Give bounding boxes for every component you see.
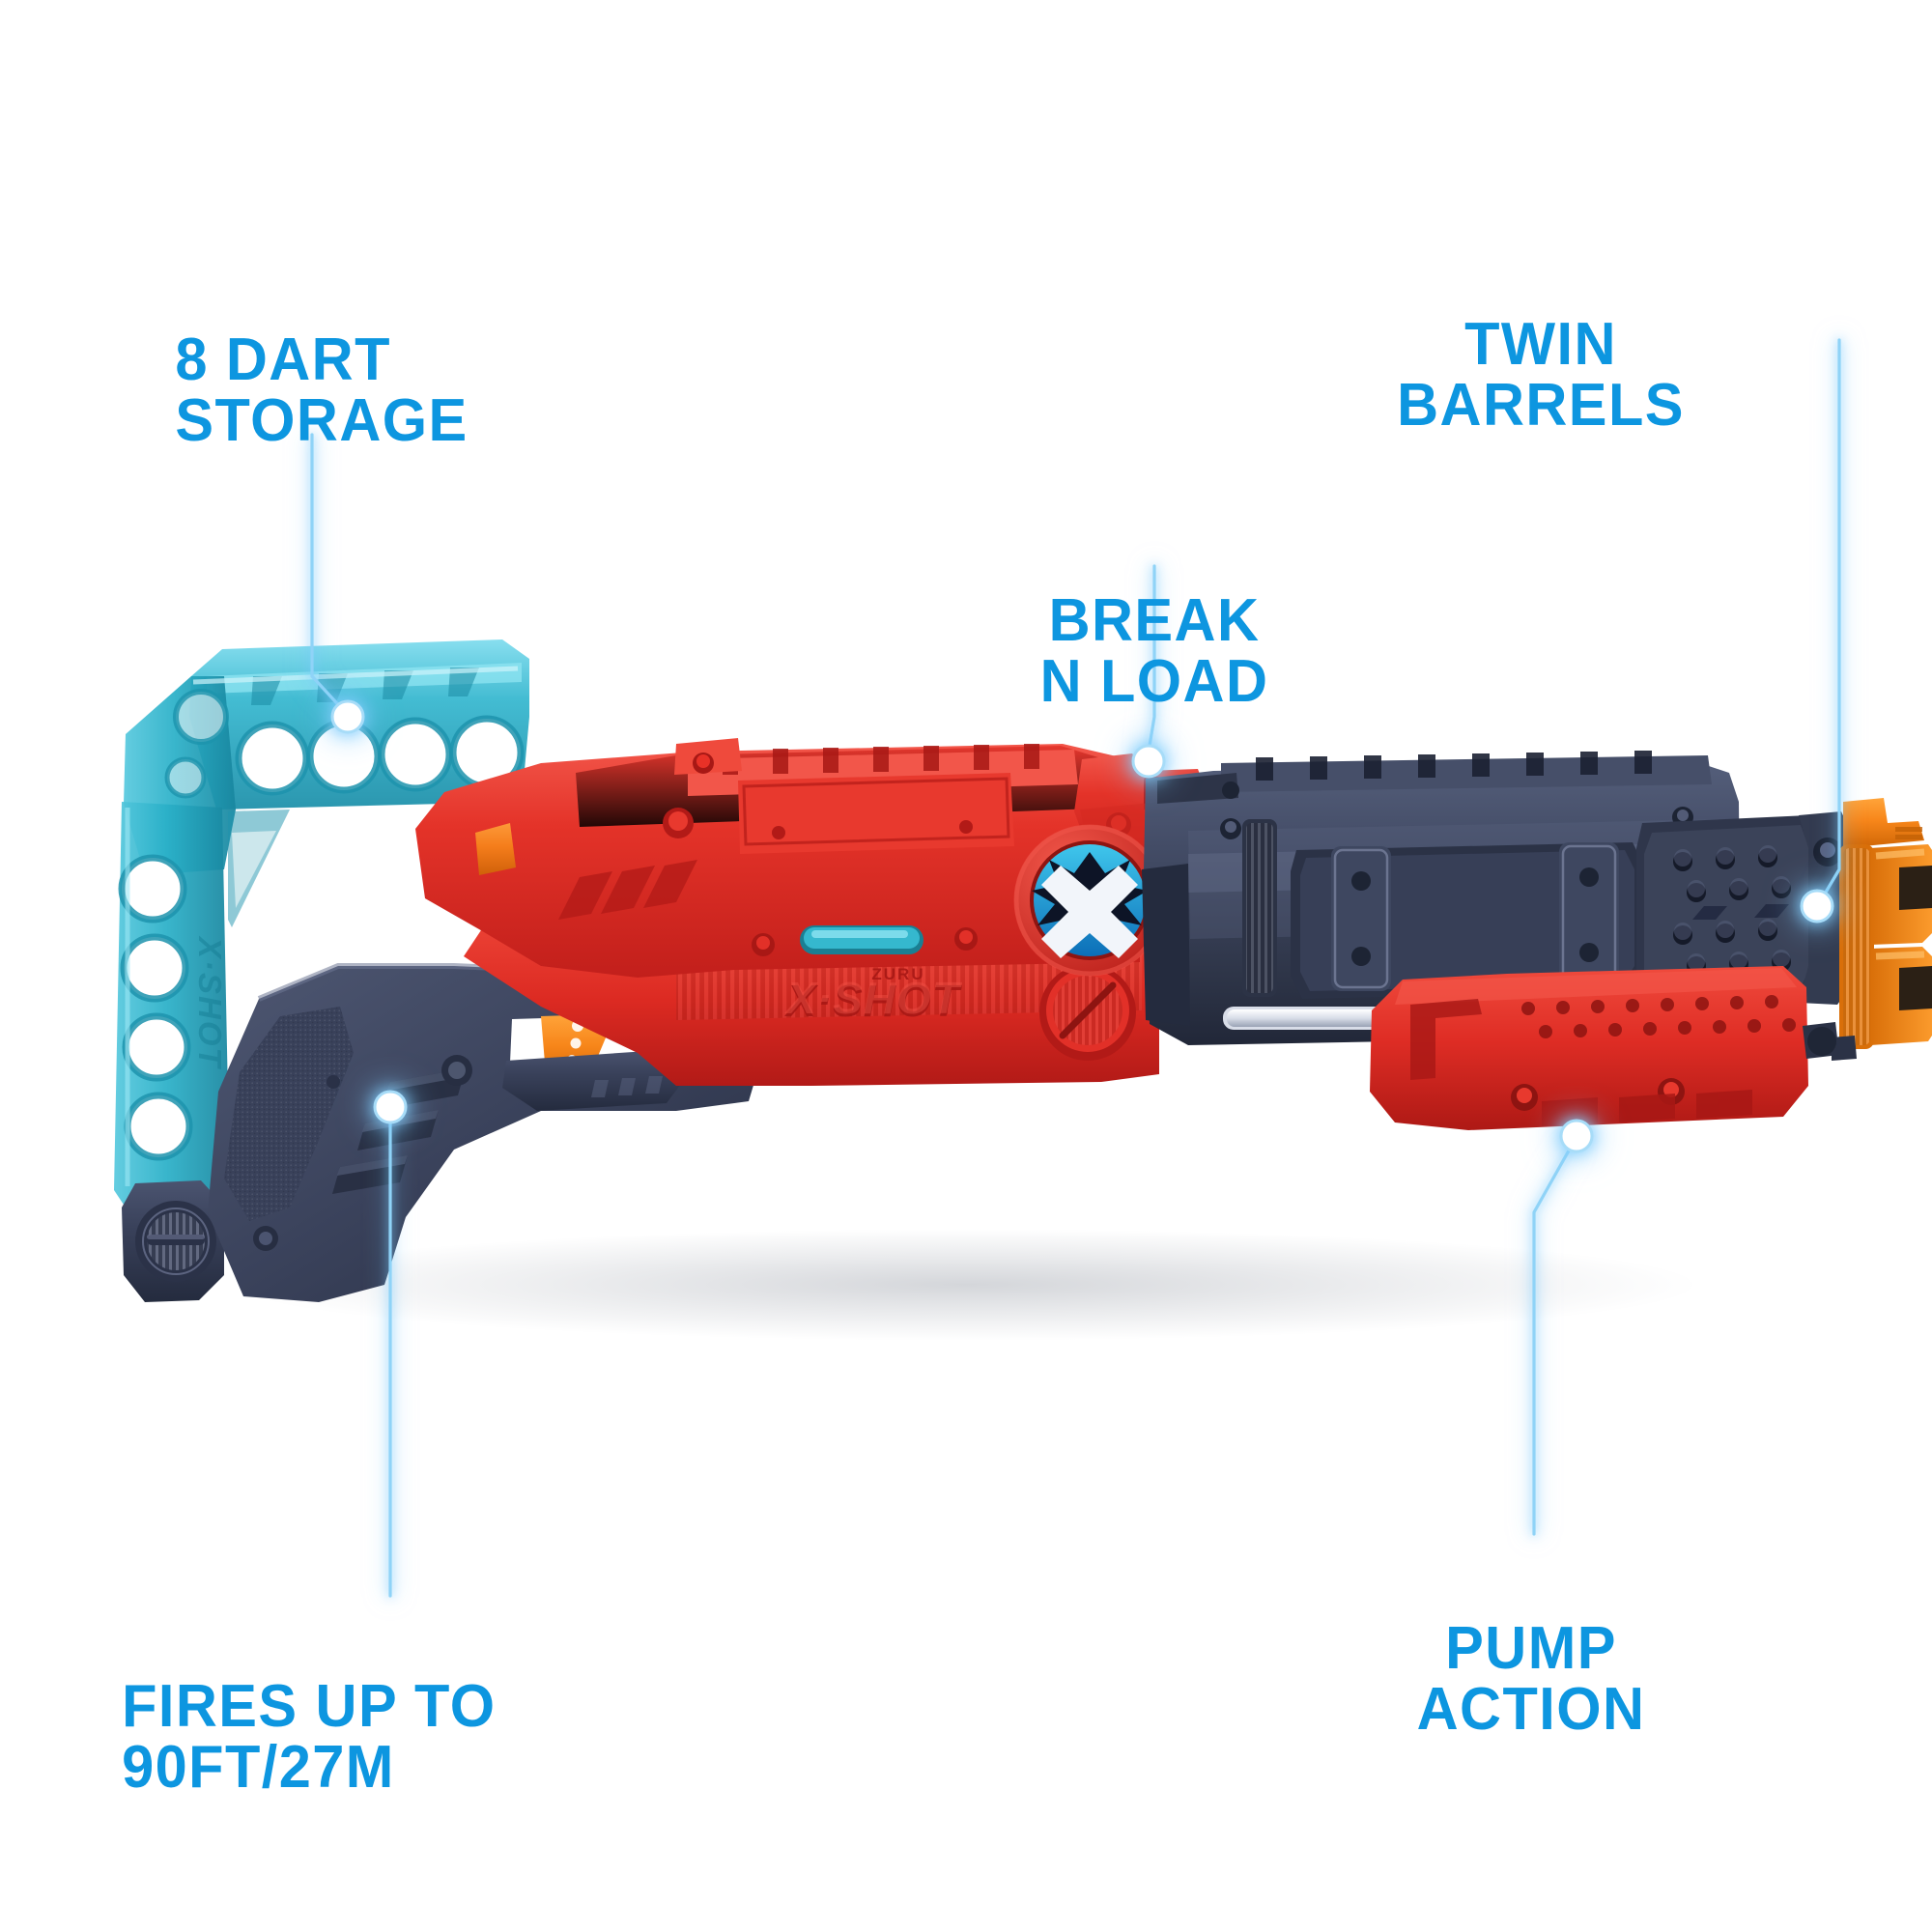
stock-hinge-cap <box>122 1180 224 1302</box>
red-pump-grip <box>1370 966 1839 1130</box>
callout-dart-storage-line1: 8 DART <box>175 327 391 394</box>
x-shot-badge <box>1013 824 1166 977</box>
callout-break-n-load-line2: N LOAD <box>1039 648 1269 716</box>
svg-text:ZURU: ZURU <box>871 965 924 983</box>
barrel-knurl-ring <box>1242 819 1277 997</box>
callout-fires-up-to-line2: 90FT/27M <box>122 1734 395 1802</box>
front-vent-section <box>1636 811 1853 1007</box>
callout-pump-action-line1: PUMP <box>1445 1615 1617 1683</box>
svg-text:X·SHOT: X·SHOT <box>783 976 963 1026</box>
callout-twin-barrels-line2: BARRELS <box>1397 372 1685 440</box>
red-receiver: X·SHOT X·SHOT ZURU <box>415 738 1206 1086</box>
navy-barrel-shroud <box>1142 751 1741 1045</box>
dart-storage-stock: X·SHOT <box>114 639 529 1227</box>
svg-text:X·SHOT: X·SHOT <box>192 935 228 1070</box>
orange-twin-muzzle <box>1832 798 1932 1061</box>
callout-break-n-load-line1: BREAK <box>1048 587 1261 655</box>
callout-twin-barrels-line1: TWIN <box>1464 311 1617 379</box>
x-shot-wordmark: X·SHOT X·SHOT ZURU <box>783 965 963 1026</box>
callout-twin-barrels: TWIN BARRELS <box>1360 253 1721 497</box>
callout-fires-up-to: FIRES UP TO 90FT/27M <box>122 1615 496 1860</box>
break-lever-knob <box>1039 964 1136 1061</box>
callout-pump-action: PUMP ACTION <box>1350 1557 1712 1802</box>
callout-pump-action-line2: ACTION <box>1416 1676 1646 1744</box>
callout-fires-up-to-line1: FIRES UP TO <box>122 1673 497 1741</box>
callout-dart-storage: 8 DART STORAGE <box>175 269 468 513</box>
pistol-grip <box>208 963 763 1302</box>
callout-dart-storage-line2: STORAGE <box>175 387 469 455</box>
svg-text:X·SHOT: X·SHOT <box>783 973 963 1023</box>
callout-break-n-load: BREAK N LOAD <box>974 529 1335 774</box>
